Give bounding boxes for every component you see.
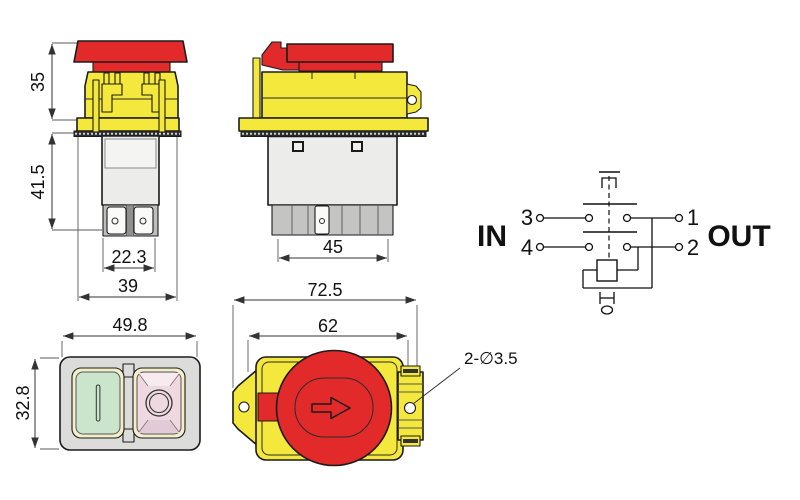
bracket-hole	[406, 94, 418, 106]
vent-hole	[351, 141, 363, 152]
upper-body-side	[261, 71, 408, 119]
clip-ear	[143, 72, 150, 85]
estop-cap-neck-side	[298, 61, 383, 72]
terminal-3-label: 3	[521, 205, 533, 230]
terminal-1-label: 1	[687, 205, 699, 230]
bracket-tab-slot	[403, 439, 418, 443]
terminal-hole	[139, 217, 147, 225]
spade-terminal	[106, 206, 127, 235]
reset-button-head	[600, 305, 614, 315]
latch-bar-right	[158, 79, 166, 133]
button-face-view: 49.8 32.8	[13, 315, 201, 451]
contact-node	[622, 242, 632, 252]
contact-node	[584, 213, 594, 223]
circuit-diagram: IN OUT 3 4 1 2	[477, 171, 771, 315]
off-button-bevel-bottom	[138, 420, 180, 433]
on-symbol-icon	[95, 384, 101, 422]
knob-grip-outline	[294, 377, 374, 438]
bevel-line	[138, 419, 149, 433]
terminal-section-side	[271, 204, 394, 236]
estop-cap-side	[286, 43, 394, 63]
terminal-2-label: 2	[687, 235, 699, 260]
dim-cap-height: 35	[28, 72, 48, 92]
dim-button-width: 49.8	[112, 315, 147, 335]
dim-button-height: 32.8	[13, 385, 33, 420]
off-button-bevel-top	[138, 373, 180, 386]
dim-overall-width: 39	[118, 276, 138, 296]
hole-callout: 2-∅3.5	[464, 349, 518, 368]
rotary-knob	[275, 349, 393, 467]
mounting-clip-left	[101, 83, 123, 113]
bevel-line	[169, 373, 180, 387]
label-in: IN	[477, 220, 507, 253]
terminal-hole	[319, 218, 325, 224]
dim-terminal-width: 22.3	[111, 247, 146, 267]
estop-cap	[73, 40, 188, 63]
terminal-1-node	[674, 213, 684, 223]
terminal-4-node	[535, 242, 545, 252]
vent-hole	[292, 141, 304, 152]
mounting-fin	[252, 57, 261, 119]
housing-notch	[122, 363, 135, 378]
label-out: OUT	[707, 220, 770, 253]
terminal-4-label: 4	[521, 235, 533, 260]
off-button	[136, 371, 182, 435]
latch-bar-left	[92, 79, 100, 133]
off-symbol-icon-inner	[148, 392, 170, 414]
bracket-tab-slot	[403, 369, 418, 373]
arrow-icon	[311, 396, 351, 420]
bevel-line	[138, 373, 149, 387]
spade-terminal	[133, 206, 154, 235]
housing-notch	[122, 428, 135, 443]
leader-line	[412, 367, 461, 405]
mounting-hole-left	[238, 401, 250, 413]
side-view: 45	[238, 41, 429, 262]
dim-top-body-width: 62	[318, 316, 338, 336]
terminal-divider	[126, 204, 134, 237]
clip-ear	[103, 72, 110, 85]
dim-top-overall-width: 72.5	[307, 280, 342, 300]
mounting-hole-right	[403, 401, 417, 415]
top-view: 72.5 62 2-∅3.5	[232, 280, 518, 467]
mounting-flange-side	[238, 117, 429, 132]
dim-body-height: 41.5	[28, 164, 48, 199]
contact-node	[584, 242, 594, 252]
off-symbol-icon	[145, 389, 173, 417]
spade-terminal-side	[314, 205, 330, 235]
terminal-3-node	[535, 213, 545, 223]
front-view: 35 41.5 22.3 39	[28, 40, 188, 301]
clip-ear	[154, 72, 161, 85]
clip-ear	[114, 72, 121, 85]
contact-node	[622, 213, 632, 223]
dim-side-width: 45	[323, 237, 343, 257]
lower-body-side	[267, 135, 398, 206]
terminal-hole	[111, 217, 119, 225]
body-label-area	[104, 138, 157, 169]
undervoltage-coil	[596, 259, 618, 282]
estop-cap-neck	[92, 61, 171, 73]
terminal-2-node	[674, 242, 684, 252]
bevel-line	[169, 419, 180, 433]
